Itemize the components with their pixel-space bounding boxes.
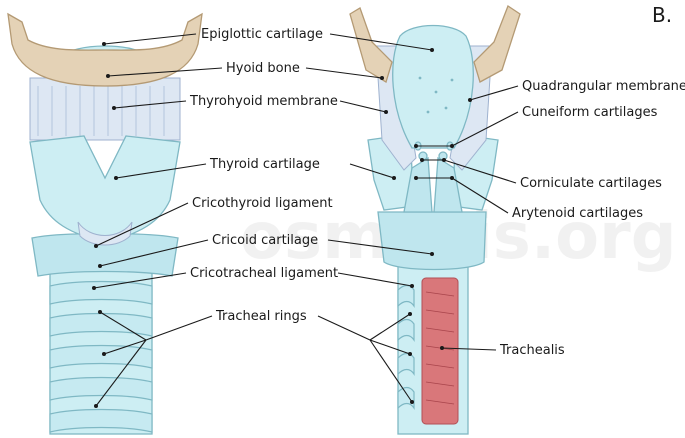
- trachealis-fibers: [425, 291, 455, 405]
- anterior-larynx: [7, 12, 203, 435]
- trachealis-muscle: [421, 277, 459, 425]
- anterior-cricothyroid-ligament: [77, 221, 133, 246]
- anterior-thyrohyoid-membrane: [29, 77, 181, 141]
- posterior-epiglottis: [392, 24, 474, 149]
- anterior-tracheal-rings: [49, 280, 153, 433]
- anterior-thyroid-cartilage: [29, 135, 181, 243]
- posterior-larynx: [349, 5, 521, 435]
- anterior-hyoid-bone: [7, 12, 203, 87]
- posterior-hyoid-left: [349, 7, 393, 83]
- label-tracheal-rings: Tracheal rings: [215, 309, 307, 324]
- label-cuneiform-cartilages: Cuneiform cartilages: [522, 105, 658, 120]
- posterior-cricoid-cartilage: [377, 211, 487, 271]
- posterior-tracheal-rings: [397, 284, 415, 410]
- panel-label: B.: [652, 3, 672, 27]
- label-thyroid-cartilage: Thyroid cartilage: [209, 157, 320, 172]
- labels: B. Epiglottic cartilage Hyoid bone Thyro…: [189, 3, 685, 358]
- posterior-hyoid-right: [473, 5, 521, 83]
- thyrohyoid-fibers: [37, 86, 165, 136]
- label-thyrohyoid-membrane: Thyrohyoid membrane: [189, 94, 338, 109]
- label-quadrangular-membrane: Quadrangular membrane: [522, 79, 685, 94]
- label-hyoid-bone: Hyoid bone: [226, 61, 300, 76]
- label-cricoid-cartilage: Cricoid cartilage: [212, 233, 318, 248]
- label-cricotracheal-ligament: Cricotracheal ligament: [190, 266, 338, 281]
- leader-lines: [92, 33, 519, 408]
- label-corniculate-cartilages: Corniculate cartilages: [520, 176, 662, 191]
- label-trachealis: Trachealis: [499, 343, 565, 358]
- label-cricothyroid-ligament: Cricothyroid ligament: [192, 196, 333, 211]
- label-epiglottic-cartilage: Epiglottic cartilage: [201, 27, 323, 42]
- label-arytenoid-cartilages: Arytenoid cartilages: [512, 206, 643, 221]
- epiglottis-pits: [418, 76, 454, 114]
- anterior-cricoid-cartilage: [31, 232, 179, 277]
